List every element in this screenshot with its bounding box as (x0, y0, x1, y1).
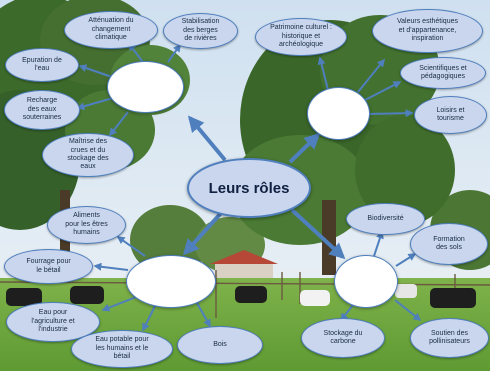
node-loisirs: Loisirs et tourisme (414, 96, 487, 134)
node-epuration: Epuration de l'eau (5, 48, 79, 82)
arrow-eau-agri (101, 296, 137, 312)
node-stabilisation: Stabilisation des berges de rivières (163, 13, 238, 49)
node-eau-agri: Eau pour l'agriculture et l'industrie (6, 302, 100, 342)
arrow-biodiversite (373, 230, 384, 257)
arrow-stabilisation (167, 43, 181, 63)
node-scientifiques: Scientifiques et pédagogiques (400, 57, 486, 89)
node-soutien: Soutien des pollinisateurs (410, 318, 489, 358)
hub-culture (307, 87, 370, 140)
arrow-soutien (394, 299, 422, 321)
arrow-valeurs (357, 58, 386, 93)
node-eau-potable: Eau potable pour les humains et le bétai… (71, 330, 173, 368)
node-maitrise: Maîtrise des crues et du stockage des ea… (42, 133, 134, 177)
node-aliments: Aliments pour les êtres humains (47, 206, 126, 244)
node-recharge: Recharge des eaux souterraines (4, 90, 80, 130)
arrow-formation (395, 253, 417, 267)
node-patrimoine: Patrimoine culturel : historique et arch… (255, 18, 347, 56)
center-to-bl-arrow (182, 210, 224, 256)
arrow-epuration (78, 64, 113, 78)
center-to-br-arrow (290, 208, 346, 260)
arrow-maitrise (109, 111, 129, 137)
center-node: Leurs rôles (187, 158, 311, 218)
node-bois: Bois (177, 326, 263, 364)
arrow-scientifiques (364, 81, 402, 101)
arrow-bois (196, 302, 211, 328)
node-fourrage: Fourrage pour le bétail (4, 249, 93, 284)
hub-regulation (107, 61, 184, 113)
center-to-tr-arrow (288, 132, 321, 164)
node-stockage: Stockage du carbone (301, 318, 385, 358)
arrow-loisirs (367, 109, 414, 118)
node-attenuation: Atténuation du changement climatique (64, 11, 158, 49)
arrow-aliments (116, 236, 146, 257)
node-valeurs: Valeurs esthétiques et d'appartenance, i… (372, 9, 483, 53)
node-formation: Formation des sols (410, 223, 488, 265)
hub-support (334, 255, 398, 308)
cows (6, 284, 476, 308)
arrow-eau-potable (142, 305, 156, 332)
arrow-patrimoine (317, 56, 329, 91)
hub-provision (126, 255, 216, 308)
node-biodiversite: Biodiversité (346, 203, 425, 235)
center-to-tl-arrow (187, 115, 227, 162)
arrow-fourrage (93, 262, 129, 271)
arrow-recharge (76, 97, 114, 111)
